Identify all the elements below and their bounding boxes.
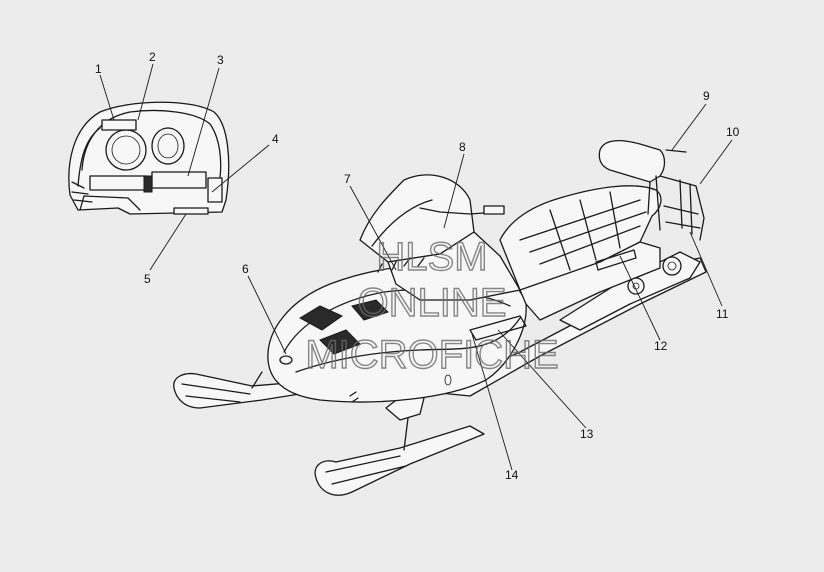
callout-8: 8 (459, 140, 466, 154)
watermark-line-1: HLSM (376, 235, 487, 279)
callout-2: 2 (149, 50, 156, 64)
watermark-line-2: ONLINE (358, 281, 507, 325)
callout-9: 9 (703, 89, 710, 103)
watermark: HLSM ONLINE MICROFICHE (305, 234, 560, 377)
callout-3: 3 (217, 53, 224, 67)
callout-14: 14 (505, 468, 519, 482)
callout-11: 11 (716, 307, 729, 321)
callout-labels: 1 2 3 4 5 6 7 8 9 10 11 12 13 14 (95, 50, 740, 482)
callout-6: 6 (242, 262, 249, 276)
callout-1: 1 (95, 62, 102, 76)
leader-lines (99, 63, 733, 471)
callout-10: 10 (726, 125, 740, 139)
watermark-line-3: MICROFICHE (305, 333, 558, 377)
snowmobile (173, 139, 707, 496)
callout-5: 5 (144, 272, 151, 286)
callout-12: 12 (654, 339, 668, 353)
callout-13: 13 (580, 427, 594, 441)
callout-7: 7 (344, 172, 351, 186)
callout-4: 4 (272, 132, 279, 146)
